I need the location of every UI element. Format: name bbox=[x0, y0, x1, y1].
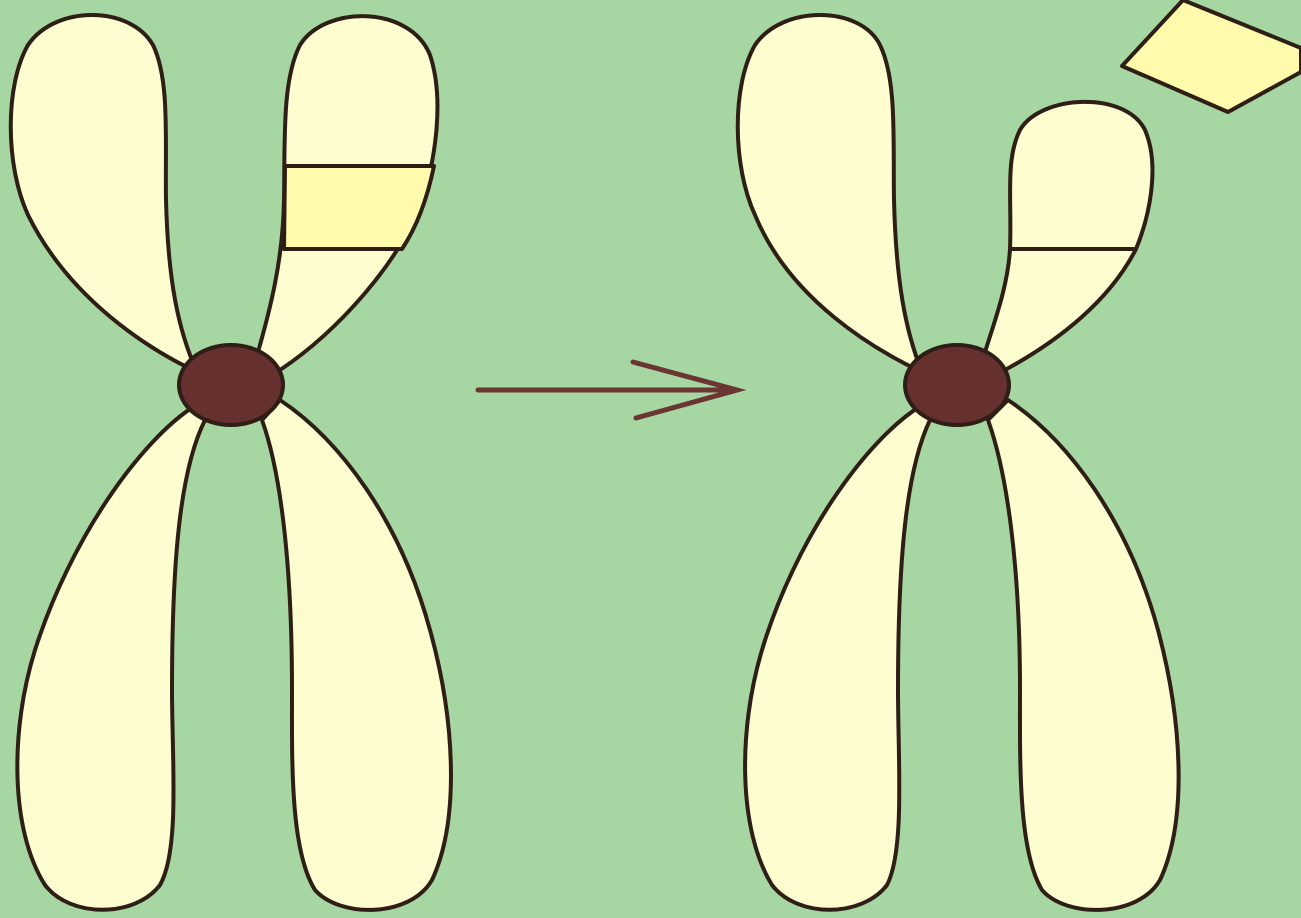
segment-band bbox=[284, 166, 434, 249]
centromere-after bbox=[905, 345, 1009, 425]
centromere-before bbox=[179, 345, 283, 425]
